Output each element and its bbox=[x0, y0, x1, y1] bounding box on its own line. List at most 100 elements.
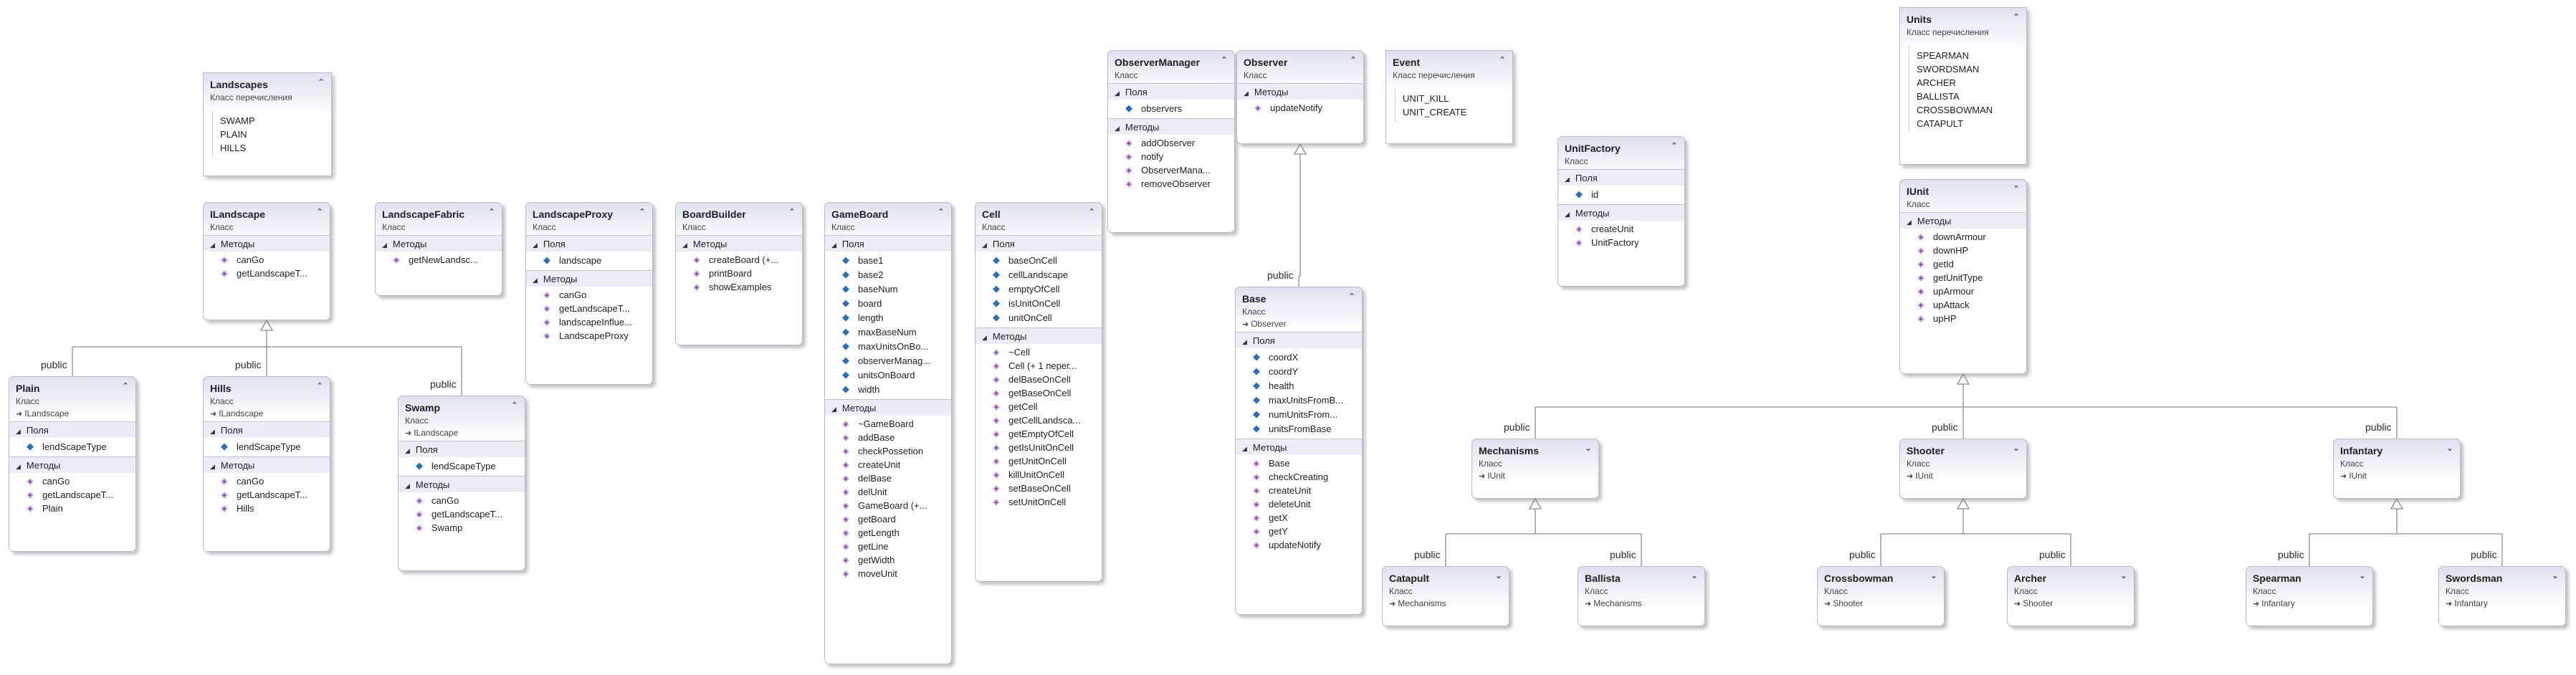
section-header-methods[interactable]: ◢Методы bbox=[204, 235, 330, 252]
method-getlandscapet[interactable]: ◈getLandscapeT... bbox=[399, 507, 525, 521]
method-delbase[interactable]: ◈delBase bbox=[825, 471, 951, 485]
method-cango[interactable]: ◈canGo bbox=[399, 494, 525, 507]
double-chevron-up-icon[interactable]: ⌃ bbox=[639, 208, 646, 216]
section-collapse-icon[interactable]: ◢ bbox=[1907, 219, 1912, 226]
double-chevron-up-icon[interactable]: ⌃ bbox=[2013, 185, 2020, 193]
method-updatenotify[interactable]: ◈updateNotify bbox=[1237, 101, 1363, 115]
method-getunitoncell[interactable]: ◈getUnitOnCell bbox=[975, 454, 1102, 468]
method-cell-1-перег[interactable]: ◈Cell (+ 1 перег... bbox=[975, 359, 1102, 373]
method-notify[interactable]: ◈notify bbox=[1108, 150, 1234, 163]
method-deleteunit[interactable]: ◈deleteUnit bbox=[1236, 497, 1362, 511]
section-header-methods[interactable]: ◢Методы bbox=[399, 476, 525, 492]
field-lendscapetype[interactable]: ◆lendScapeType bbox=[9, 439, 135, 454]
double-chevron-up-icon[interactable]: ⌃ bbox=[1499, 56, 1506, 64]
section-header-fields[interactable]: ◢Поля bbox=[399, 441, 525, 457]
field-coordx[interactable]: ◆coordX bbox=[1236, 350, 1362, 364]
section-header-fields[interactable]: ◢Поля bbox=[825, 235, 951, 252]
section-header-methods[interactable]: ◢Методы bbox=[1900, 212, 2026, 229]
section-collapse-icon[interactable]: ◢ bbox=[210, 241, 215, 249]
method-getwidth[interactable]: ◈getWidth bbox=[825, 553, 951, 567]
field-id[interactable]: ◆id bbox=[1558, 187, 1684, 201]
section-collapse-icon[interactable]: ◢ bbox=[1242, 338, 1247, 345]
section-collapse-icon[interactable]: ◢ bbox=[210, 463, 215, 470]
field-maxbasenum[interactable]: ◆maxBaseNum bbox=[825, 325, 951, 339]
method-gameboard[interactable]: ◈GameBoard (+... bbox=[825, 499, 951, 512]
double-chevron-down-icon[interactable]: ⌄ bbox=[1691, 572, 1698, 580]
field-board[interactable]: ◆board bbox=[825, 296, 951, 310]
field-health[interactable]: ◆health bbox=[1236, 378, 1362, 393]
double-chevron-down-icon[interactable]: ⌄ bbox=[1585, 444, 1592, 453]
double-chevron-down-icon[interactable]: ⌄ bbox=[2446, 444, 2453, 453]
section-collapse-icon[interactable]: ◢ bbox=[405, 482, 410, 489]
field-observermanag[interactable]: ◆observerManag... bbox=[825, 353, 951, 368]
field-celllandscape[interactable]: ◆cellLandscape bbox=[975, 267, 1102, 282]
section-header-methods[interactable]: ◢Методы bbox=[975, 327, 1102, 344]
section-collapse-icon[interactable]: ◢ bbox=[405, 447, 410, 454]
double-chevron-up-icon[interactable]: ⌃ bbox=[316, 208, 323, 216]
method-getunittype[interactable]: ◈getUnitType bbox=[1900, 271, 2026, 284]
double-chevron-up-icon[interactable]: ⌃ bbox=[316, 382, 323, 391]
section-collapse-icon[interactable]: ◢ bbox=[1115, 90, 1120, 97]
method-hills[interactable]: ◈Hills bbox=[204, 502, 330, 515]
field-landscape[interactable]: ◆landscape bbox=[526, 253, 652, 267]
double-chevron-down-icon[interactable]: ⌄ bbox=[1495, 572, 1502, 580]
field-numunitsfrom[interactable]: ◆numUnitsFrom... bbox=[1236, 407, 1362, 421]
method-moveunit[interactable]: ◈moveUnit bbox=[825, 567, 951, 580]
section-header-fields[interactable]: ◢Поля bbox=[975, 235, 1102, 252]
section-header-methods[interactable]: ◢Методы bbox=[676, 235, 802, 252]
field-coordy[interactable]: ◆coordY bbox=[1236, 364, 1362, 378]
method-getemptyofcell[interactable]: ◈getEmptyOfCell bbox=[975, 427, 1102, 441]
field-base2[interactable]: ◆base2 bbox=[825, 267, 951, 282]
double-chevron-up-icon[interactable]: ⌃ bbox=[1671, 142, 1678, 150]
field-maxunitsfromb[interactable]: ◆maxUnitsFromB... bbox=[1236, 393, 1362, 407]
method-upattack[interactable]: ◈upAttack bbox=[1900, 298, 2026, 312]
method-delunit[interactable]: ◈delUnit bbox=[825, 485, 951, 499]
method-downhp[interactable]: ◈downHP bbox=[1900, 244, 2026, 257]
method-plain[interactable]: ◈Plain bbox=[9, 502, 135, 515]
section-collapse-icon[interactable]: ◢ bbox=[1565, 211, 1570, 218]
section-header-methods[interactable]: ◢Методы bbox=[9, 456, 135, 473]
section-header-methods[interactable]: ◢Методы bbox=[526, 270, 652, 287]
field-width[interactable]: ◆width bbox=[825, 382, 951, 396]
method-unitfactory[interactable]: ◈UnitFactory bbox=[1558, 236, 1684, 249]
section-header-fields[interactable]: ◢Поля bbox=[9, 421, 135, 438]
section-collapse-icon[interactable]: ◢ bbox=[533, 277, 538, 284]
method-cango[interactable]: ◈canGo bbox=[204, 253, 330, 267]
double-chevron-down-icon[interactable]: ⌄ bbox=[1930, 572, 1937, 580]
field-length[interactable]: ◆length bbox=[825, 310, 951, 325]
section-header-methods[interactable]: ◢Методы bbox=[376, 235, 502, 252]
method-createunit[interactable]: ◈createUnit bbox=[1236, 484, 1362, 497]
method-uphp[interactable]: ◈upHP bbox=[1900, 312, 2026, 325]
section-collapse-icon[interactable]: ◢ bbox=[16, 463, 21, 470]
method-landscapeinflue[interactable]: ◈landscapeInflue... bbox=[526, 315, 652, 329]
method-createboard[interactable]: ◈createBoard (+... bbox=[676, 253, 802, 267]
field-unitsonboard[interactable]: ◆unitsOnBoard bbox=[825, 368, 951, 382]
method-checkcreating[interactable]: ◈checkCreating bbox=[1236, 470, 1362, 484]
method-createunit[interactable]: ◈createUnit bbox=[1558, 222, 1684, 236]
method-getx[interactable]: ◈getX bbox=[1236, 511, 1362, 525]
method-gety[interactable]: ◈getY bbox=[1236, 525, 1362, 538]
double-chevron-up-icon[interactable]: ⌃ bbox=[511, 401, 518, 410]
